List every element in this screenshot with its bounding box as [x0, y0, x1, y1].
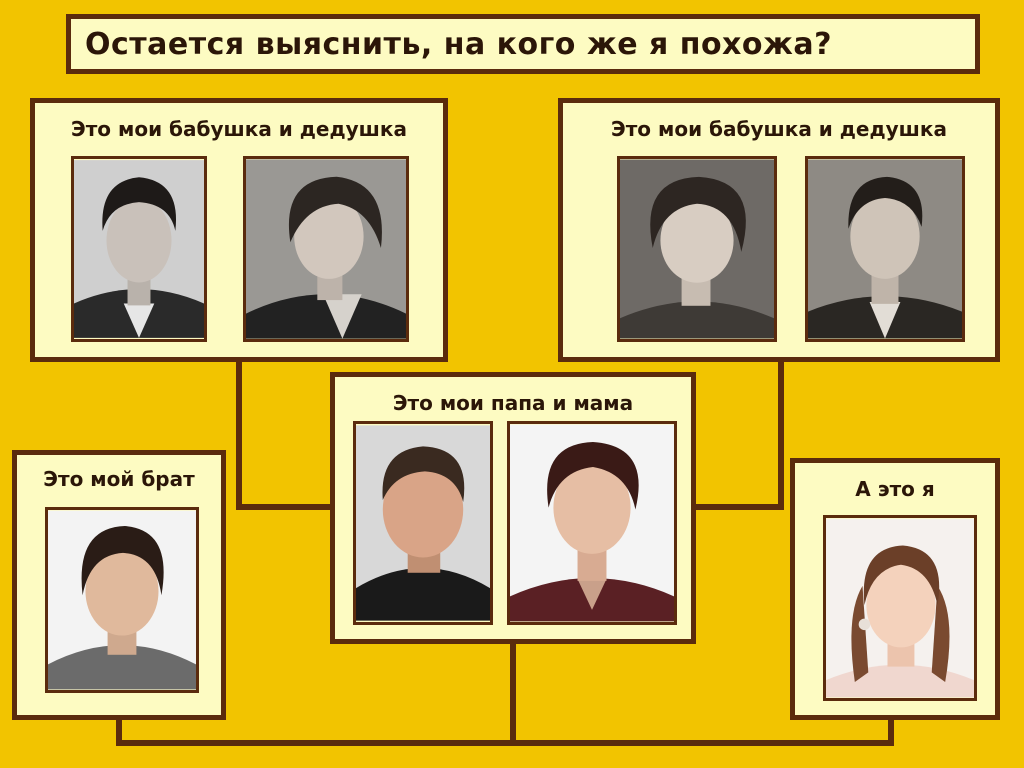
connector-line: [510, 640, 516, 746]
photo-grandfather: [71, 156, 207, 342]
photo-brother: [45, 507, 199, 693]
connector-line: [236, 358, 242, 510]
panel-grandparents-right: Это мои бабушка и дедушка: [558, 98, 1000, 362]
connector-line: [778, 358, 784, 510]
connector-line: [888, 718, 894, 746]
panel-caption: Это мои бабушка и дедушка: [611, 117, 947, 141]
photo-grandmother: [617, 156, 777, 342]
panel-grandparents-left: Это мои бабушка и дедушка: [30, 98, 448, 362]
photo-grandmother: [243, 156, 409, 342]
panel-caption: Это мои бабушка и дедушка: [71, 117, 407, 141]
page-title: Остается выяснить, на кого же я похожа?: [85, 27, 833, 62]
panel-parents: Это мои папа и мама: [330, 372, 696, 644]
photo-mother: [507, 421, 677, 625]
panel-caption: Это мои папа и мама: [392, 391, 634, 415]
photo-me: [823, 515, 977, 701]
connector-line: [116, 740, 894, 746]
panel-me: А это я: [790, 458, 1000, 720]
connector-line: [116, 718, 122, 746]
photo-father: [353, 421, 493, 625]
photo-grandfather: [805, 156, 965, 342]
title-box: Остается выяснить, на кого же я похожа?: [66, 14, 980, 74]
panel-brother: Это мой брат: [12, 450, 226, 720]
connector-line: [236, 504, 336, 510]
panel-caption: А это я: [855, 477, 935, 501]
connector-line: [690, 504, 784, 510]
panel-caption: Это мой брат: [43, 467, 195, 491]
